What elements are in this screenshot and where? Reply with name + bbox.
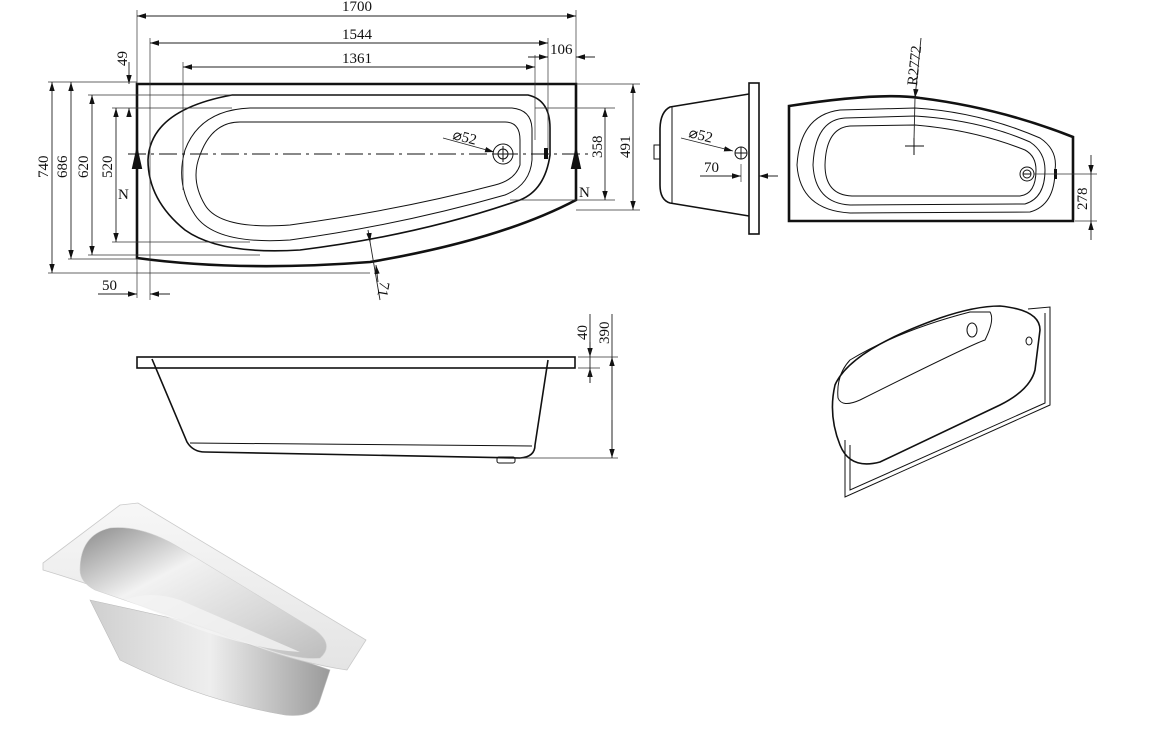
top-view-radius-label: R2772 [905, 45, 925, 86]
top-view: R2772 278 [787, 37, 1097, 240]
plan-bowl-inner [195, 121, 521, 227]
plan-drain-label: ⌀52 [451, 127, 478, 148]
plan-bowl-outer [181, 107, 533, 242]
dim-686: 686 [55, 155, 71, 178]
dim-358: 358 [590, 136, 606, 159]
dim-71: 71 [373, 280, 391, 298]
plan-outer-outline [135, 82, 578, 268]
iso-tub-bowl [79, 527, 327, 659]
side-view-rim [136, 356, 576, 369]
top-view-rim [796, 107, 1056, 214]
dim-1544: 1544 [342, 27, 373, 43]
plan-north-marker-left: N [118, 187, 129, 203]
top-view-outline [787, 94, 1075, 223]
plan-drain-outer [492, 143, 514, 165]
top-view-drain-offset-label: 278 [1075, 188, 1091, 211]
side-view-rim-height-label: 40 [575, 325, 591, 340]
side-view: 40 390 [136, 314, 618, 464]
rendered-iso-view [42, 502, 367, 716]
dim-106: 106 [550, 42, 573, 58]
dim-1361: 1361 [342, 51, 372, 67]
plan-north-marker-right: N [579, 185, 590, 201]
dim-50: 50 [102, 278, 117, 294]
side-view-body [151, 358, 549, 459]
end-view-flange [748, 82, 760, 235]
end-view: ⌀52 70 [653, 82, 778, 235]
plan-rim-line [147, 94, 551, 252]
dim-49: 49 [115, 51, 131, 66]
end-view-drain-label: ⌀52 [687, 125, 714, 146]
dim-740: 740 [36, 156, 52, 179]
plan-view: ⌀52 N N 1700 1544 1361 106 49 740 [36, 0, 640, 301]
top-view-bowl-inner [824, 124, 1037, 197]
underside-iso-view [831, 305, 1051, 498]
dim-520: 520 [100, 156, 116, 179]
dim-1700: 1700 [342, 0, 372, 15]
end-view-offset-label: 70 [704, 160, 719, 176]
top-view-bowl-outer [812, 115, 1046, 206]
side-view-total-height-label: 390 [597, 322, 613, 345]
dim-491: 491 [618, 136, 634, 159]
iso-tub-body [89, 599, 331, 716]
dim-620: 620 [76, 156, 92, 179]
